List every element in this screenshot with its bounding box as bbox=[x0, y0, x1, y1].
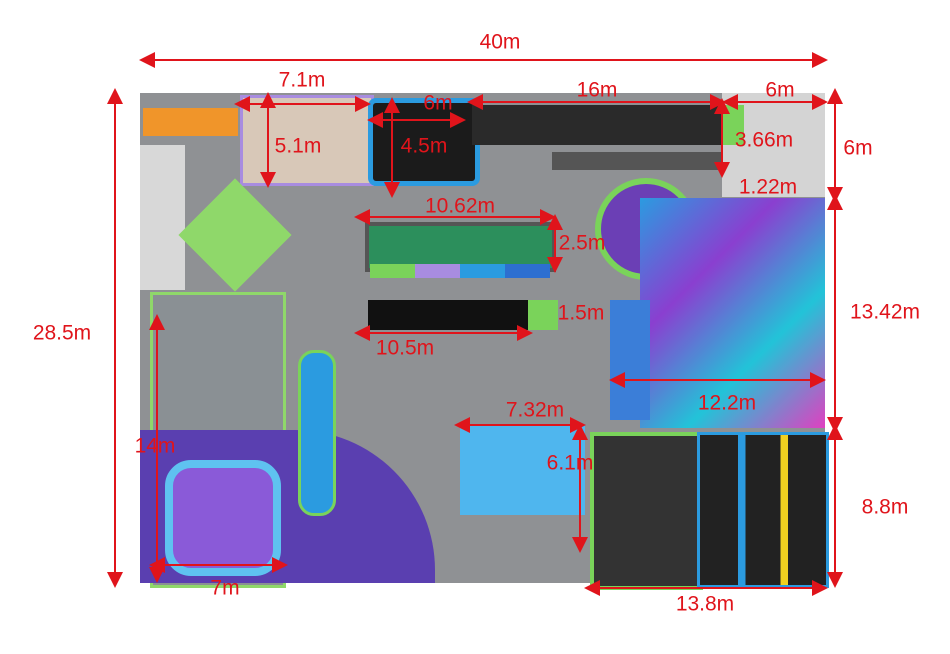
dim-label: 13.42m bbox=[849, 300, 921, 324]
ticket-counter bbox=[143, 108, 238, 136]
dim-label: 10.62m bbox=[424, 194, 496, 218]
dim-label: 7.32m bbox=[505, 398, 565, 422]
dim-label: 6.1m bbox=[546, 451, 594, 475]
color-strip bbox=[370, 264, 550, 278]
dim-total-width: 40m bbox=[479, 30, 521, 54]
dim-label: 6m bbox=[765, 78, 795, 102]
dim-label: 6m bbox=[843, 136, 873, 160]
dim-label: 12.2m bbox=[697, 391, 757, 415]
trampoline-park-right bbox=[697, 432, 829, 588]
dim-label: 16m bbox=[576, 78, 618, 102]
dim-label: 7m bbox=[210, 576, 240, 600]
soft-playframe bbox=[640, 198, 825, 428]
dim-label: 7.1m bbox=[278, 68, 326, 92]
dim-label: 4.5m bbox=[400, 134, 448, 158]
dim-label: 2.5m bbox=[558, 231, 606, 255]
dim-label: 3.66m bbox=[734, 128, 794, 152]
dim-label: 5.1m bbox=[274, 134, 322, 158]
dim-label: 13.8m bbox=[675, 592, 735, 616]
playframe-left bbox=[610, 300, 650, 420]
dim-label: 14m bbox=[134, 434, 176, 458]
dim-label: 8.8m bbox=[861, 495, 909, 519]
conveyor bbox=[552, 152, 722, 170]
entrance-block bbox=[140, 145, 185, 290]
toddler-area bbox=[460, 425, 585, 515]
dim-label: 10.5m bbox=[375, 336, 435, 360]
tower bbox=[298, 350, 336, 516]
dim-label: 1.22m bbox=[738, 175, 798, 199]
dim-total-depth: 28.5m bbox=[32, 321, 92, 345]
dim-label: 1.5m bbox=[557, 301, 605, 325]
dim-label: 6m bbox=[423, 91, 453, 115]
